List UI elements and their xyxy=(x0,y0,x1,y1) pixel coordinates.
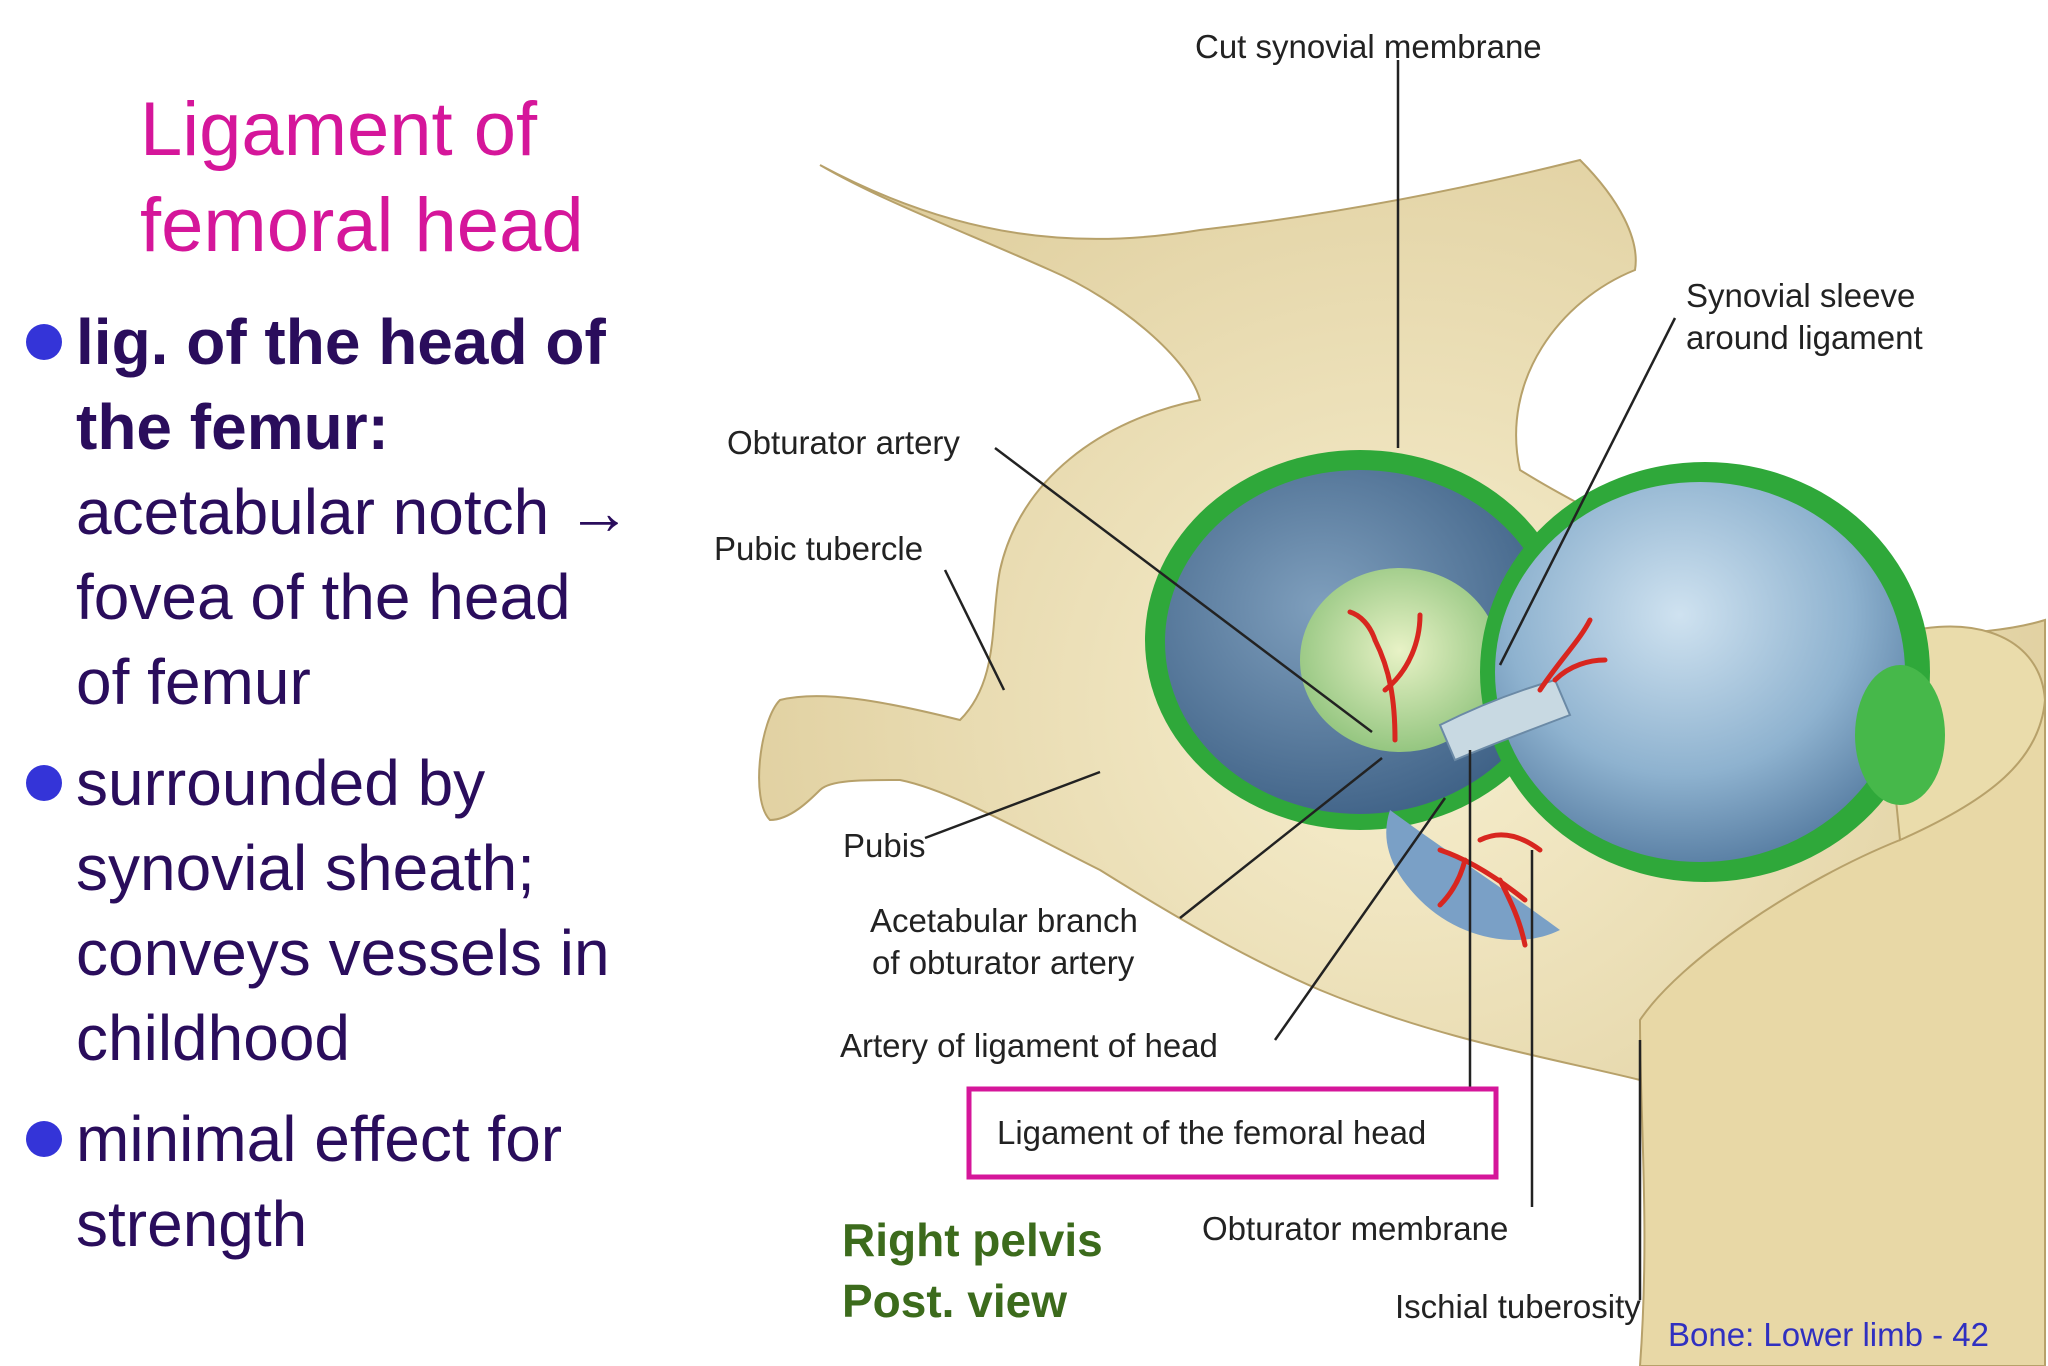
label-pubic-tubercle: Pubic tubercle xyxy=(714,530,923,567)
slide-footer: Bone: Lower limb - 42 xyxy=(1668,1316,1989,1353)
bullet-line: fovea of the head xyxy=(76,561,571,633)
bullet-line: childhood xyxy=(76,1002,350,1074)
bullet-line: acetabular notch → xyxy=(76,476,631,548)
label-ligament-femoral-head: Ligament of the femoral head xyxy=(997,1114,1426,1151)
label-synovial-sleeve-2: around ligament xyxy=(1686,319,1923,356)
slide-title: Ligament of femoral head xyxy=(140,82,700,274)
bullet-line: synovial sheath; xyxy=(76,832,535,904)
bullet-bold-line: the femur: xyxy=(76,391,389,463)
label-pubis: Pubis xyxy=(843,827,926,864)
label-obturator-membrane: Obturator membrane xyxy=(1202,1210,1508,1247)
title-line-2: femoral head xyxy=(140,183,584,268)
label-ischial-tuberosity: Ischial tuberosity xyxy=(1395,1288,1641,1325)
title-line-1: Ligament of xyxy=(140,87,538,172)
bullet-dot-icon xyxy=(26,1121,62,1157)
acetabular-notch-membrane xyxy=(1386,810,1560,940)
caption-line-2: Post. view xyxy=(842,1275,1067,1327)
leader-lines xyxy=(924,60,1677,1300)
bullet-dot-icon xyxy=(26,324,62,360)
femoral-neck-capsule xyxy=(1855,665,1945,805)
label-obturator-artery: Obturator artery xyxy=(727,424,960,461)
bullet-dot-icon xyxy=(26,765,62,801)
bullet-bold-line: lig. of the head of xyxy=(76,306,606,378)
bullet-list: lig. of the head of the femur: acetabula… xyxy=(20,300,700,1283)
label-artery-of-ligament: Artery of ligament of head xyxy=(840,1027,1218,1064)
caption-line-1: Right pelvis xyxy=(842,1214,1103,1266)
bullet-line: minimal effect for xyxy=(76,1103,563,1175)
arteries xyxy=(1347,609,1608,948)
ligament-of-head xyxy=(1438,678,1572,762)
label-acetabular-branch-1: Acetabular branch xyxy=(870,902,1138,939)
ligament-highlight-box xyxy=(966,1086,1499,1180)
bullet-item: minimal effect for strength xyxy=(20,1097,700,1267)
bullet-line: surrounded by xyxy=(76,747,486,819)
femoral-head xyxy=(1495,482,1905,862)
bullet-line: conveys vessels in xyxy=(76,917,610,989)
bullet-line: strength xyxy=(76,1188,308,1260)
label-cut-synovial-membrane: Cut synovial membrane xyxy=(1195,28,1542,65)
bullet-item: surrounded by synovial sheath; conveys v… xyxy=(20,741,700,1081)
bullet-item: lig. of the head of the femur: acetabula… xyxy=(20,300,700,725)
bullet-line: of femur xyxy=(76,646,311,718)
label-acetabular-branch-2: of obturator artery xyxy=(872,944,1135,981)
label-synovial-sleeve-1: Synovial sleeve xyxy=(1686,277,1915,314)
